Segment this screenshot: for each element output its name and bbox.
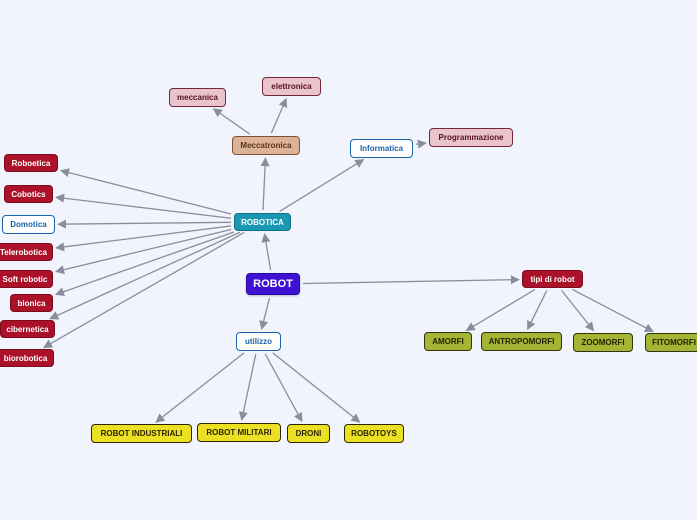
edge-robotica-to-bionica — [54, 231, 235, 297]
node-amorfi[interactable]: AMORFI — [424, 332, 472, 351]
edge-robot-to-robotica — [261, 233, 272, 271]
node-biorobotica[interactable]: biorobotica — [0, 349, 54, 367]
edge-utilizzo-to-robotoys — [272, 352, 361, 423]
edge-meccatronica-to-meccanica — [212, 108, 251, 135]
node-fitomorfi[interactable]: FITOMORFI — [645, 333, 697, 352]
node-elettronica[interactable]: elettronica — [262, 77, 321, 96]
node-tipi-di-robot[interactable]: tipi di robot — [522, 270, 583, 288]
edge-utilizzo-to-robot_industriali — [155, 352, 245, 423]
edge-tipi_di_robot-to-zoomorfi — [561, 289, 595, 332]
node-robot[interactable]: ROBOT — [246, 273, 300, 295]
node-informatica[interactable]: Informatica — [350, 139, 413, 158]
edge-utilizzo-to-robot_militari — [238, 353, 257, 421]
edge-robotica-to-roboetica — [60, 168, 232, 215]
edge-robotica-to-domotica — [57, 219, 232, 229]
edge-robotica-to-meccatronica — [260, 157, 270, 211]
node-antropomorfi[interactable]: ANTROPOMORFI — [481, 332, 562, 351]
edge-tipi_di_robot-to-amorfi — [465, 288, 536, 332]
node-domotica[interactable]: Domotica — [2, 215, 55, 234]
edge-tipi_di_robot-to-antropomorfi — [526, 290, 548, 331]
edge-robotica-to-cobotics — [55, 193, 232, 219]
node-robotoys[interactable]: ROBOTOYS — [344, 424, 404, 443]
edge-informatica-to-programmazione — [415, 139, 427, 149]
node-robot-militari[interactable]: ROBOT MILITARI — [197, 423, 281, 442]
node-zoomorfi[interactable]: ZOOMORFI — [573, 333, 633, 352]
edge-robot-to-tipi_di_robot — [302, 275, 520, 285]
node-droni[interactable]: DRONI — [287, 424, 330, 443]
node-cobotics[interactable]: Cobotics — [4, 185, 53, 203]
node-robotica[interactable]: ROBOTICA — [234, 213, 291, 231]
edge-robotica-to-telerobotica — [55, 225, 232, 252]
edge-robotica-to-biorobotica — [42, 231, 245, 349]
node-programmazione[interactable]: Programmazione — [429, 128, 513, 147]
edge-robotica-to-soft_robotic — [55, 228, 232, 275]
edge-utilizzo-to-droni — [264, 353, 303, 423]
edge-robotica-to-cibernetica — [49, 231, 241, 320]
node-bionica[interactable]: bionica — [10, 294, 53, 312]
node-utilizzo[interactable]: utilizzo — [236, 332, 281, 351]
edge-robot-to-utilizzo — [259, 297, 271, 330]
node-telerobotica[interactable]: Telerobotica — [0, 243, 53, 261]
node-meccanica[interactable]: meccanica — [169, 88, 226, 107]
node-cibernetica[interactable]: cibernetica — [0, 320, 55, 338]
node-robot-industriali[interactable]: ROBOT INDUSTRIALI — [91, 424, 192, 443]
edge-tipi_di_robot-to-fitomorfi — [572, 288, 654, 333]
node-soft-robotic[interactable]: Soft robotic — [0, 270, 53, 288]
edge-robotica-to-informatica — [279, 159, 365, 212]
node-roboetica[interactable]: Roboetica — [4, 154, 58, 172]
edge-meccatronica-to-elettronica — [270, 97, 288, 134]
node-meccatronica[interactable]: Meccatronica — [232, 136, 300, 155]
